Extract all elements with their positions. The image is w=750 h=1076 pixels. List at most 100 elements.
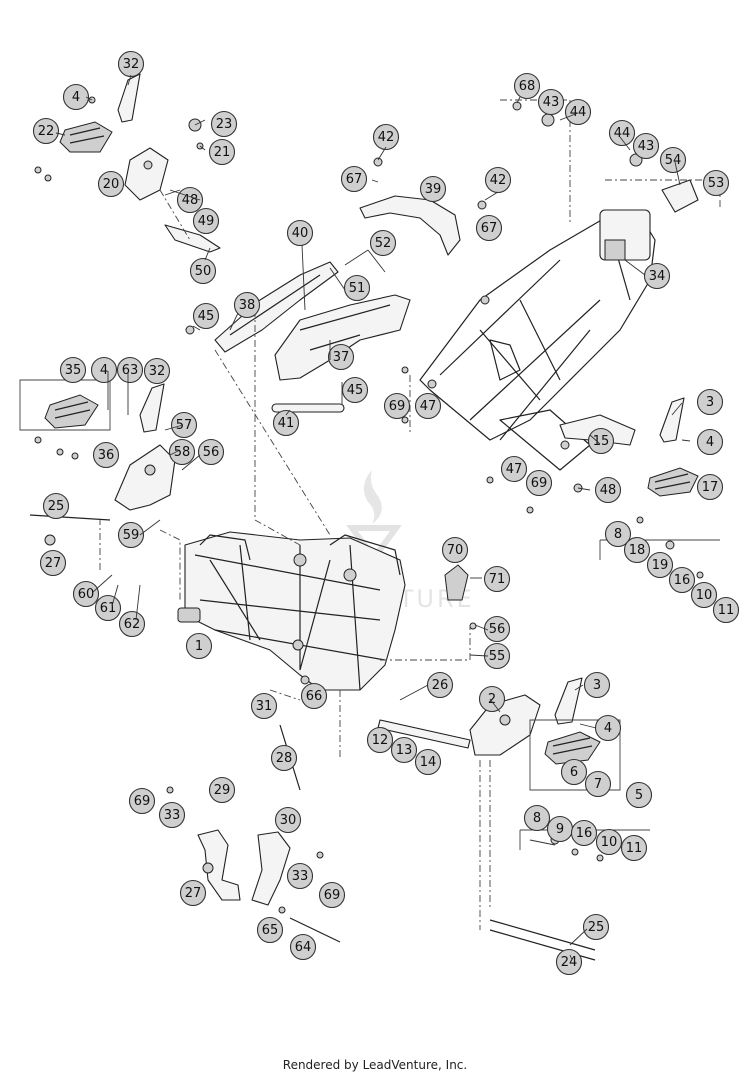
callout-circle [712, 596, 740, 624]
callout-number: 48 [182, 193, 199, 208]
callout-71: 71 [483, 565, 511, 593]
callout-circle [42, 492, 70, 520]
callout-number: 32 [149, 364, 166, 379]
callout-circle [289, 933, 317, 961]
callout-number: 69 [389, 399, 406, 414]
callout-3: 3 [696, 388, 724, 416]
callout-number: 17 [702, 480, 719, 495]
callout-circle [623, 536, 651, 564]
callout-12: 12 [366, 726, 394, 754]
callout-number: 16 [674, 573, 691, 588]
callout-45: 45 [341, 376, 369, 404]
callout-67: 67 [340, 165, 368, 193]
callout-circle [584, 770, 612, 798]
callout-42: 42 [484, 166, 512, 194]
callout-circle [372, 123, 400, 151]
callout-circle [646, 551, 674, 579]
callout-circle [192, 207, 220, 235]
callout-number: 26 [432, 678, 449, 693]
callout-number: 69 [324, 888, 341, 903]
callout-circle [116, 356, 144, 384]
callout-circle [208, 138, 236, 166]
callout-number: 4 [100, 363, 108, 378]
callout-circle [192, 302, 220, 330]
callout-circle [272, 409, 300, 437]
callout-number: 8 [533, 811, 541, 826]
callout-1: 1 [185, 632, 213, 660]
callout-circle [659, 146, 687, 174]
callout-number: 56 [489, 622, 506, 637]
callout-number: 12 [372, 733, 389, 748]
callout-number: 44 [570, 105, 587, 120]
callout-6: 6 [560, 758, 588, 786]
callout-leaders [55, 74, 691, 961]
callout-number: 9 [556, 822, 564, 837]
callout-49: 49 [192, 207, 220, 235]
callout-number: 21 [214, 145, 231, 160]
callout-number: 49 [198, 214, 215, 229]
callout-circle [414, 392, 442, 420]
callout-circle [555, 948, 583, 976]
callout-number: 54 [665, 153, 682, 168]
callout-11: 11 [712, 596, 740, 624]
callout-21: 21 [208, 138, 236, 166]
callout-circle [560, 758, 588, 786]
callout-number: 1 [195, 639, 203, 654]
callout-circle [286, 219, 314, 247]
callout-27: 27 [179, 879, 207, 907]
callout-circle [525, 469, 553, 497]
callout-circle [318, 881, 346, 909]
callout-circle [250, 692, 278, 720]
callout-48: 48 [176, 186, 204, 214]
callout-circle [327, 343, 355, 371]
callout-number: 48 [600, 483, 617, 498]
callout-number: 43 [543, 95, 560, 110]
callout-34: 34 [643, 262, 671, 290]
callout-56: 56 [483, 615, 511, 643]
callout-circle [523, 804, 551, 832]
callout-number: 10 [696, 588, 713, 603]
callout-number: 50 [195, 264, 212, 279]
callout-59: 59 [117, 521, 145, 549]
callout-43: 43 [632, 132, 660, 160]
callout-3: 3 [583, 671, 611, 699]
callout-circle [475, 214, 503, 242]
callout-44: 44 [608, 119, 636, 147]
callout-number: 6 [570, 765, 578, 780]
callout-number: 31 [256, 699, 273, 714]
callout-32: 32 [117, 50, 145, 78]
callout-16: 16 [668, 566, 696, 594]
callout-circle [702, 169, 730, 197]
right-rear-footrest-part [647, 467, 699, 497]
callout-35: 35 [59, 356, 87, 384]
callout-circle [604, 520, 632, 548]
callout-64: 64 [289, 933, 317, 961]
callout-10: 10 [690, 581, 718, 609]
callout-number: 69 [531, 476, 548, 491]
left-footrest-part [44, 394, 99, 429]
callout-circle [441, 536, 469, 564]
callout-69: 69 [318, 881, 346, 909]
callout-25: 25 [42, 492, 70, 520]
dashed-leaders [99, 99, 721, 930]
callout-40: 40 [286, 219, 314, 247]
callout-number: 44 [614, 126, 631, 141]
callout-7: 7 [584, 770, 612, 798]
callout-circle [72, 580, 100, 608]
callout-number: 18 [629, 543, 646, 558]
callout-number: 11 [626, 841, 643, 856]
callout-31: 31 [250, 692, 278, 720]
callout-69: 69 [525, 469, 553, 497]
callout-number: 25 [48, 499, 65, 514]
callout-14: 14 [414, 748, 442, 776]
callout-circle [59, 356, 87, 384]
callout-circle [341, 376, 369, 404]
callout-number: 29 [214, 783, 231, 798]
callout-number: 47 [506, 462, 523, 477]
callout-22: 22 [32, 117, 60, 145]
callout-number: 35 [65, 363, 82, 378]
callout-18: 18 [623, 536, 651, 564]
callout-circle [594, 476, 622, 504]
callout-number: 52 [375, 236, 392, 251]
